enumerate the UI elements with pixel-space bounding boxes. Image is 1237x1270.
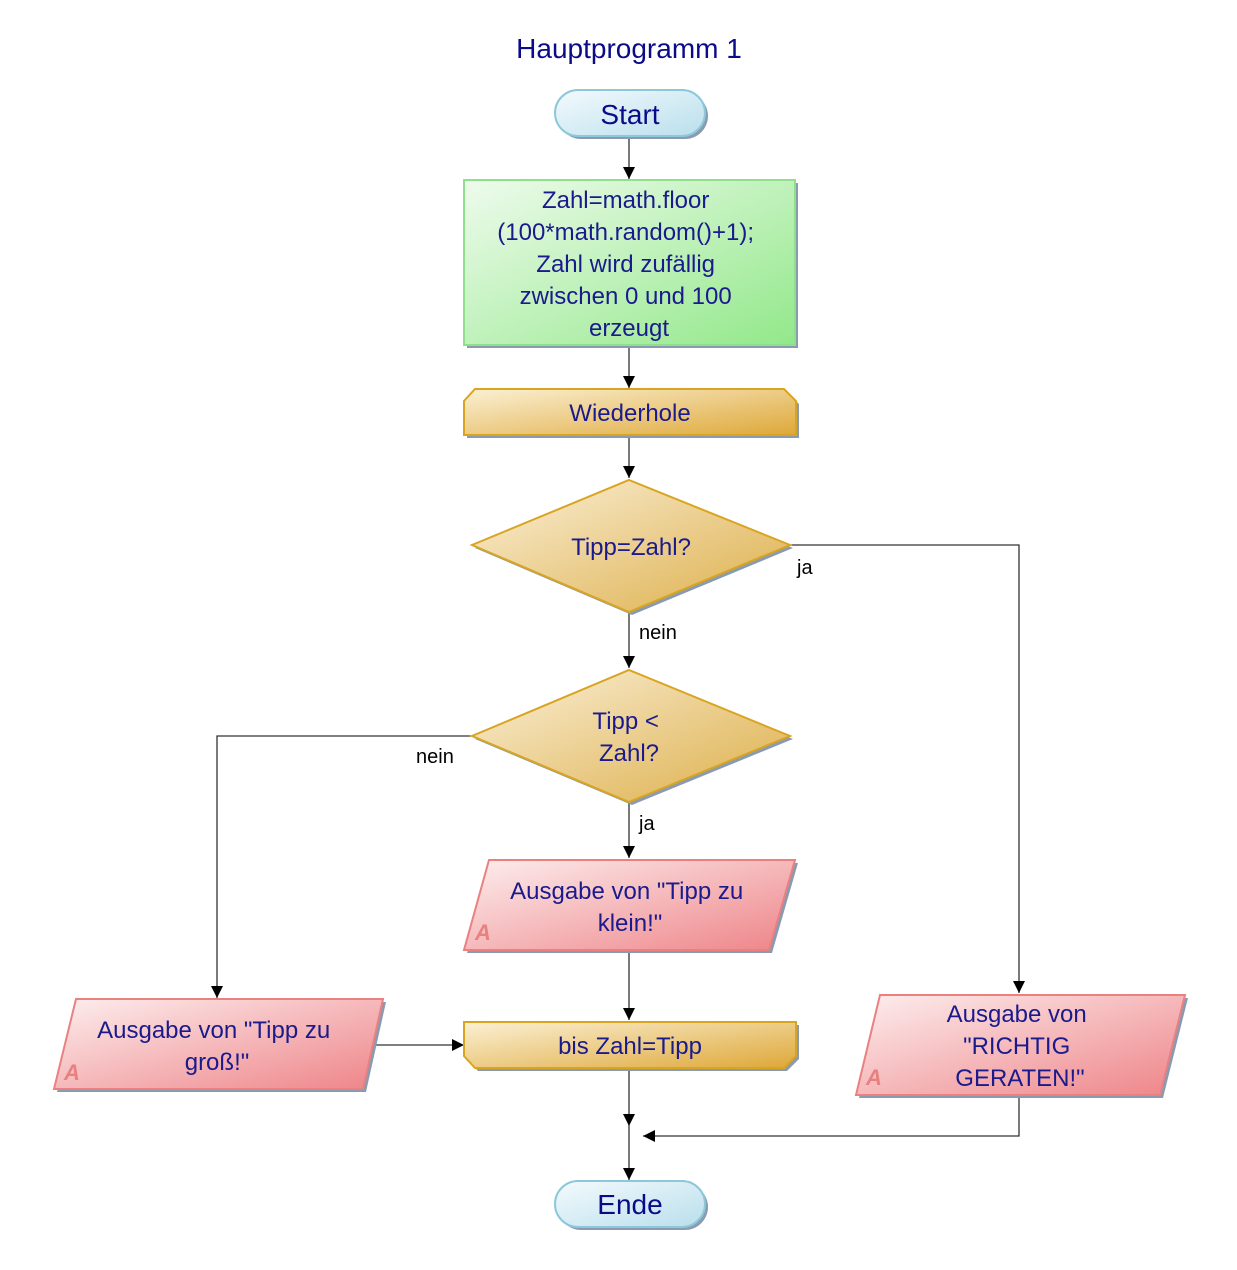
output-marker-icon: A: [63, 1060, 80, 1085]
decision-tipp-less-zahl[interactable]: Tipp < Zahl?: [469, 668, 793, 805]
init-line-5: erzeugt: [589, 315, 669, 342]
loop-begin[interactable]: Wiederhole: [463, 388, 799, 438]
init-text: Zahl=math.floor (100*math.random()+1); Z…: [497, 187, 760, 342]
output-tipp-zu-gross[interactable]: A Ausgabe von "Tipp zu groß!": [52, 998, 386, 1092]
out-big-text: Ausgabe von "Tipp zu groß!": [97, 1017, 337, 1076]
start-terminal[interactable]: Start: [554, 89, 708, 139]
loop-end-label: bis Zahl=Tipp: [558, 1033, 702, 1060]
out-small-line-2: klein!": [598, 910, 663, 937]
output-marker-icon: A: [474, 920, 491, 945]
end-label: Ende: [597, 1189, 662, 1220]
decision-tipp-equals-zahl[interactable]: Tipp=Zahl?: [469, 478, 793, 615]
output-tipp-zu-klein[interactable]: A Ausgabe von "Tipp zu klein!": [462, 859, 798, 953]
edge-label-ja-2: ja: [638, 813, 655, 835]
end-terminal[interactable]: Ende: [554, 1180, 708, 1230]
edge-label-nein-2: nein: [416, 746, 454, 768]
loop-begin-label: Wiederhole: [569, 400, 690, 427]
edges: [211, 137, 1025, 1180]
out-right-line-1: Ausgabe von: [947, 1001, 1087, 1028]
output-marker-icon: A: [865, 1065, 882, 1090]
diagram-title: Hauptprogramm 1: [516, 33, 742, 64]
init-line-2: (100*math.random()+1);: [497, 219, 754, 246]
init-line-1: Zahl=math.floor: [542, 187, 709, 214]
decision2-line-2: Zahl?: [599, 740, 659, 767]
edge-label-nein-1: nein: [639, 622, 677, 644]
edge-decision1-ja: [790, 544, 1025, 993]
decision2-line-1: Tipp <: [592, 708, 658, 735]
decision2-text: Tipp < Zahl?: [592, 708, 665, 767]
start-label: Start: [600, 99, 659, 130]
edge-label-ja-1: ja: [796, 557, 813, 579]
out-right-line-3: GERATEN!": [955, 1065, 1084, 1092]
decision1-label: Tipp=Zahl?: [571, 534, 691, 561]
out-small-line-1: Ausgabe von "Tipp zu: [510, 878, 743, 905]
output-richtig-geraten[interactable]: A Ausgabe von "RICHTIG GERATEN!": [854, 994, 1188, 1098]
out-small-text: Ausgabe von "Tipp zu klein!": [510, 878, 750, 937]
out-big-line-1: Ausgabe von "Tipp zu: [97, 1017, 330, 1044]
init-line-4: zwischen 0 und 100: [520, 283, 732, 310]
edge-right-merge: [643, 1095, 1020, 1142]
init-process[interactable]: Zahl=math.floor (100*math.random()+1); Z…: [463, 179, 798, 348]
edge-decision2-nein: [211, 735, 472, 998]
out-right-text: Ausgabe von "RICHTIG GERATEN!": [947, 1001, 1094, 1092]
init-line-3: Zahl wird zufällig: [536, 251, 715, 278]
out-big-line-2: groß!": [185, 1049, 250, 1076]
loop-end[interactable]: bis Zahl=Tipp: [463, 1021, 799, 1071]
out-right-line-2: "RICHTIG: [963, 1033, 1070, 1060]
